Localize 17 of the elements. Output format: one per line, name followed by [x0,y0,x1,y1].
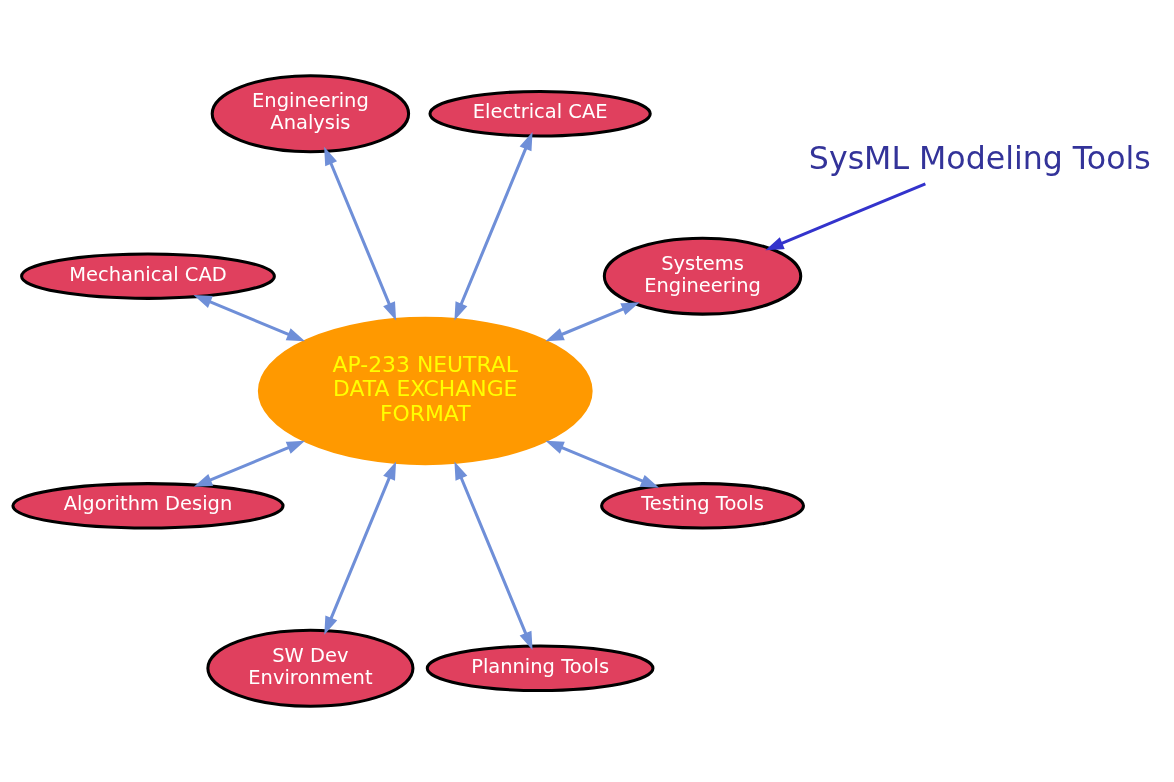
arrow [454,461,533,650]
arrow [765,182,926,251]
arrow [193,295,306,342]
node-ellipse: SW Dev Environment [206,628,415,708]
node-ellipse: Planning Tools [425,644,655,693]
node-ellipse: Mechanical CAD [20,252,276,300]
arrow [193,440,306,487]
arrow [324,461,397,635]
node-text: SysML Modeling Tools [808,139,1151,176]
node-ellipse: Algorithm Design [11,482,285,530]
arrow [454,132,533,321]
node-ellipse: Engineering Analysis [210,74,411,154]
arrow [545,440,660,488]
node-ellipse: Electrical CAE [428,89,652,138]
arrow [545,302,640,342]
node-ellipse: Testing Tools [600,482,805,530]
arrow [324,146,397,321]
